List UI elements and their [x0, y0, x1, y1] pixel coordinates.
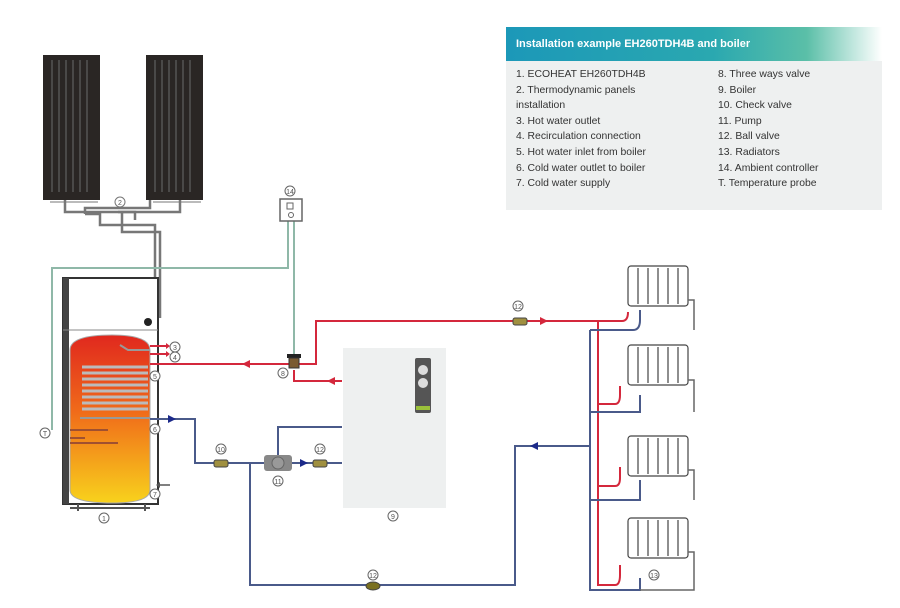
legend-item: 9. Boiler: [718, 84, 757, 96]
flow-arrow-icon: [242, 360, 250, 368]
legend-title: Installation example EH260TDH4B and boil…: [506, 27, 882, 61]
marker-hot-inlet: [149, 370, 161, 382]
marker-hot-outlet-label: 3: [173, 345, 177, 352]
marker-ball-valve-pump: [314, 443, 326, 455]
marker-panels: [114, 196, 126, 208]
legend-item: T. Temperature probe: [718, 178, 817, 190]
marker-check-valve-label: 10: [217, 447, 225, 454]
legend-item: installation: [516, 100, 566, 112]
legend-left-column: 1. ECOHEAT EH260TDH4B 2. Thermodynamic p…: [516, 67, 718, 192]
ambient-controller: [279, 198, 303, 222]
legend-item: 6. Cold water outlet to boiler: [516, 162, 646, 174]
legend-item: 10. Check valve: [718, 100, 792, 112]
radiator-4: [627, 517, 689, 559]
marker-check-valve: [215, 443, 227, 455]
radiator-3: [627, 435, 689, 477]
marker-cold-outlet: [149, 423, 161, 435]
legend-item: 1. ECOHEAT EH260TDH4B: [516, 69, 646, 80]
legend-item: 14. Ambient controller: [718, 162, 819, 174]
radiator-2: [627, 344, 689, 386]
flow-arrow-icon: [300, 459, 308, 467]
ball-valve-bottom: [365, 581, 381, 591]
marker-controller: [284, 185, 296, 197]
legend-item: 5. Hot water inlet from boiler: [516, 146, 646, 158]
legend-item: 11. Pump: [718, 115, 762, 127]
ball-valve-pump: [312, 459, 328, 468]
thermodynamic-panel-left: [43, 55, 100, 203]
legend-item: 4. Recirculation connection: [516, 131, 641, 143]
legend-right-column: 8. Three ways valve 9. Boiler 10. Check …: [718, 67, 819, 192]
marker-three-way-label: 8: [281, 371, 285, 378]
control-wires: [51, 220, 295, 430]
thermodynamic-panel-right: [146, 55, 203, 203]
flow-arrow-icon: [327, 377, 335, 385]
marker-cold-supply: [149, 488, 161, 500]
flow-arrow-icon: [168, 415, 176, 423]
legend-item: 3. Hot water outlet: [516, 115, 601, 127]
marker-radiators-label: 13: [650, 573, 658, 580]
boiler: [343, 348, 446, 508]
legend-item: 8. Three ways valve: [718, 69, 811, 80]
marker-boiler: [387, 510, 399, 522]
marker-cold-outlet-label: 6: [153, 427, 157, 434]
ecoheat-tank: [62, 277, 159, 511]
marker-boiler-label: 9: [391, 514, 395, 521]
flow-arrow-icon: [540, 317, 548, 325]
marker-ball-valve-top-label: 12: [514, 304, 522, 311]
flow-arrow-icon: [530, 442, 538, 450]
marker-recirc-label: 4: [173, 355, 177, 362]
marker-panels-label: 2: [118, 200, 122, 207]
marker-recirc: [169, 351, 181, 363]
marker-controller-label: 14: [286, 189, 294, 196]
marker-ball-valve-pump-label: 12: [316, 447, 324, 454]
marker-pump: [272, 475, 284, 487]
marker-pump-label: 11: [274, 479, 281, 486]
marker-ball-valve-top: [512, 300, 524, 312]
marker-ball-valve-bottom-label: 12: [369, 573, 377, 580]
legend-item: 12. Ball valve: [718, 131, 780, 143]
radiator-return-connectors: [640, 299, 695, 591]
marker-probe-label: T: [43, 431, 48, 438]
legend-item: 13. Radiators: [718, 146, 780, 158]
legend-item: 2. Thermodynamic panels: [516, 84, 636, 96]
marker-tank-label: 1: [102, 516, 106, 523]
legend-box: Installation example EH260TDH4B and boil…: [506, 27, 882, 210]
marker-tank: [98, 512, 110, 524]
check-valve: [213, 459, 229, 468]
marker-ball-valve-bottom: [367, 569, 379, 581]
marker-cold-supply-label: 7: [153, 492, 157, 499]
marker-hot-inlet-label: 5: [153, 374, 157, 381]
ball-valve-top: [512, 317, 528, 326]
radiator-1: [627, 265, 689, 307]
marker-radiators: [648, 569, 660, 581]
marker-three-way: [277, 367, 289, 379]
hot-water-pipes: [150, 311, 629, 586]
marker-probe: [39, 427, 51, 439]
legend-item: 7. Cold water supply: [516, 178, 611, 190]
three-way-valve: [287, 354, 301, 369]
pump: [264, 455, 292, 471]
